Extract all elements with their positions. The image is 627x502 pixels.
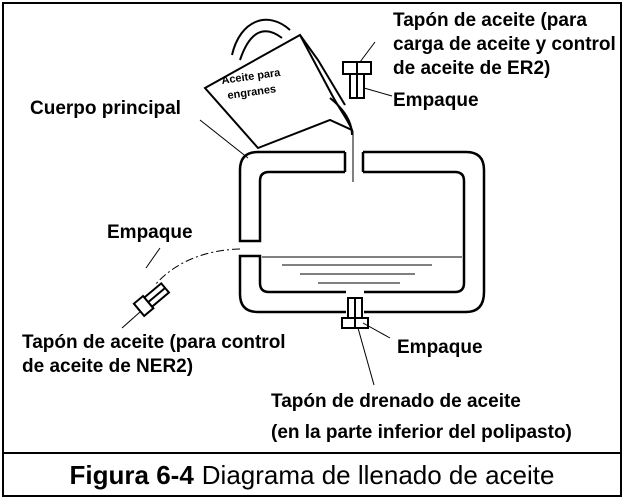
leader-top-plug — [359, 41, 376, 63]
leader-top-gasket — [363, 87, 393, 97]
diagram-frame — [2, 2, 622, 497]
label-bottom-gasket: Empaque — [397, 337, 483, 358]
label-top-plug-line1: Tapón de aceite (para — [393, 10, 587, 31]
top-oil-plug — [342, 61, 372, 99]
plug-path-dashdot — [154, 248, 241, 286]
label-top-gasket: Empaque — [393, 90, 479, 111]
label-left-plug-line2: de aceite de NER2) — [22, 356, 193, 377]
label-main-body: Cuerpo principal — [30, 98, 181, 119]
leader-drain — [357, 327, 375, 386]
label-drain-line1: Tapón de drenado de aceite — [271, 391, 521, 412]
figure-number: Figura 6-4 — [69, 460, 194, 490]
leader-left-plug — [121, 311, 141, 329]
label-drain-line2: (en la parte inferior del polipasto) — [271, 422, 572, 443]
leader-main-body — [199, 119, 249, 159]
leader-bottom-gasket — [362, 322, 391, 339]
oil-can-body — [203, 33, 354, 150]
label-top-plug-line3: de aceite de ER2) — [393, 58, 550, 79]
oil-can-spout — [329, 97, 353, 136]
oil-can — [203, 18, 354, 150]
figure-caption: Figura 6-4 Diagrama de llenado de aceite — [2, 452, 622, 497]
oil-level-lines — [262, 256, 462, 284]
label-left-plug-line1: Tapón de aceite (para control — [22, 332, 286, 353]
oil-can-edge — [299, 34, 346, 106]
label-left-gasket: Empaque — [107, 222, 193, 243]
oil-can-handle-inner — [239, 30, 283, 61]
left-oil-plug — [132, 281, 171, 318]
label-top-plug-line2: carga de aceite y control — [393, 34, 616, 55]
drain-plug — [341, 297, 369, 329]
main-body-housing — [238, 150, 486, 314]
oil-can-handle — [231, 18, 291, 56]
figure-title: Diagrama de llenado de aceite — [201, 460, 555, 490]
leader-left-gasket — [145, 247, 161, 269]
